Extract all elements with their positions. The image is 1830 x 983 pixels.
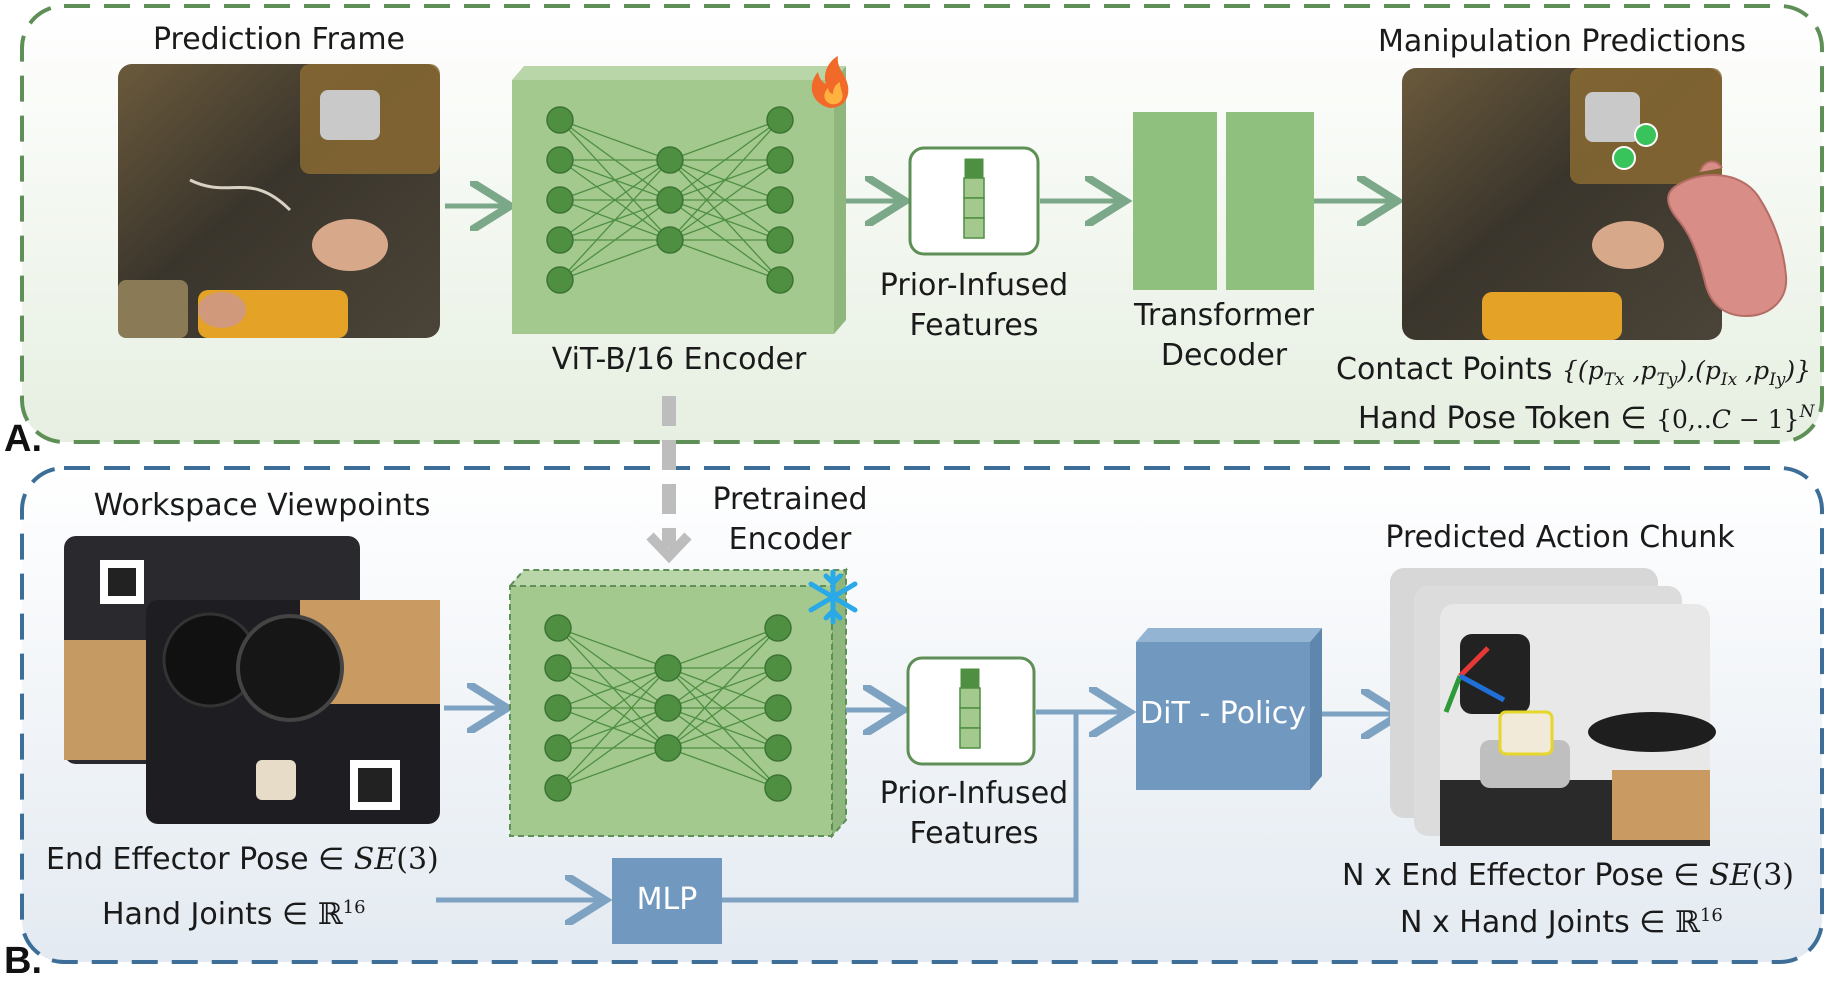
ee-pose-text: End Effector Pose ∈ SE(3) [46,842,439,877]
prediction-frame-image [118,64,440,338]
snowflake-icon [808,569,858,625]
nn-node [546,106,574,134]
nn-node [764,614,792,642]
n-hand-joints-text: N x Hand Joints ∈ ℝ16 [1400,905,1723,940]
decoder-block-1 [1133,112,1217,290]
nn-node [544,774,572,802]
nn-edge [669,119,781,241]
mlp-box [612,858,722,944]
nn-edge [557,707,669,789]
nn-node [764,734,792,762]
nn-node [544,734,572,762]
nn-node [766,226,794,254]
hand-pose-token-text: Hand Pose Token ∈ {0,..C − 1}N [1358,401,1815,436]
workspace-viewpoints-title: Workspace Viewpoints [93,488,431,523]
nn-edge [557,747,669,789]
section-a-letter: A. [4,418,42,460]
nn-node [544,694,572,722]
nn-edge [667,747,779,789]
prediction-frame-title: Prediction Frame [152,22,406,57]
nn-node [654,654,682,682]
nn-edge [557,667,669,789]
predictions-title: Manipulation Predictions [1377,24,1747,59]
nn-node [766,106,794,134]
nn-edge [559,239,671,281]
nn-node [544,654,572,682]
nn-edge [667,667,779,749]
action-chunk-title: Predicted Action Chunk [1385,520,1735,555]
features-vector-b [906,656,1036,766]
nn-edge [557,627,669,669]
nn-node [546,266,574,294]
neural-network-b [544,614,792,802]
hand-joints-text: Hand Joints ∈ ℝ16 [102,897,366,932]
encoder-label: ViT-B/16 Encoder [551,342,807,377]
nn-edge [669,239,781,281]
nn-edge [557,667,669,749]
nn-node [766,266,794,294]
section-b-letter: B. [4,940,42,982]
nn-node [764,774,792,802]
nn-node [544,614,572,642]
nn-node [654,694,682,722]
decoder-block-2 [1226,112,1314,290]
nn-node [764,694,792,722]
action-chunk-images [1390,568,1716,846]
dit-policy-label: DiT - Policy [1140,696,1306,731]
nn-edge [557,667,669,709]
nn-edge [669,159,781,241]
n-ee-pose-text: N x End Effector Pose ∈ SE(3) [1342,858,1795,893]
manipulation-predictions-image [1402,68,1722,340]
nn-edge [669,119,781,161]
nn-edge [667,707,779,749]
nn-edge [559,159,671,281]
nn-edge [667,627,779,709]
nn-node [656,186,684,214]
nn-node [656,146,684,174]
hand-model [1667,160,1788,318]
dit-policy-box [1136,628,1322,790]
nn-edge [559,159,671,201]
workspace-viewpoint-front [146,600,440,824]
features-vector-a [908,146,1040,256]
nn-edge [669,119,781,201]
nn-node [546,226,574,254]
nn-node [766,146,794,174]
nn-edge [667,627,779,669]
nn-edge [559,119,671,161]
nn-node [766,186,794,214]
nn-node [654,734,682,762]
nn-node [656,226,684,254]
nn-edge [559,199,671,281]
contact-points-text: Contact Points {(pTx ,pTy),(pIx ,pIy)} [1336,352,1812,390]
nn-node [546,186,574,214]
nn-edge [559,159,671,241]
fire-icon [811,56,849,108]
nn-node [764,654,792,682]
neural-network-a [546,106,794,294]
nn-node [546,146,574,174]
nn-edge [667,627,779,749]
arrow-mlp-to-policy [722,712,1079,903]
nn-edge [669,199,781,241]
mlp-label: MLP [636,882,698,917]
